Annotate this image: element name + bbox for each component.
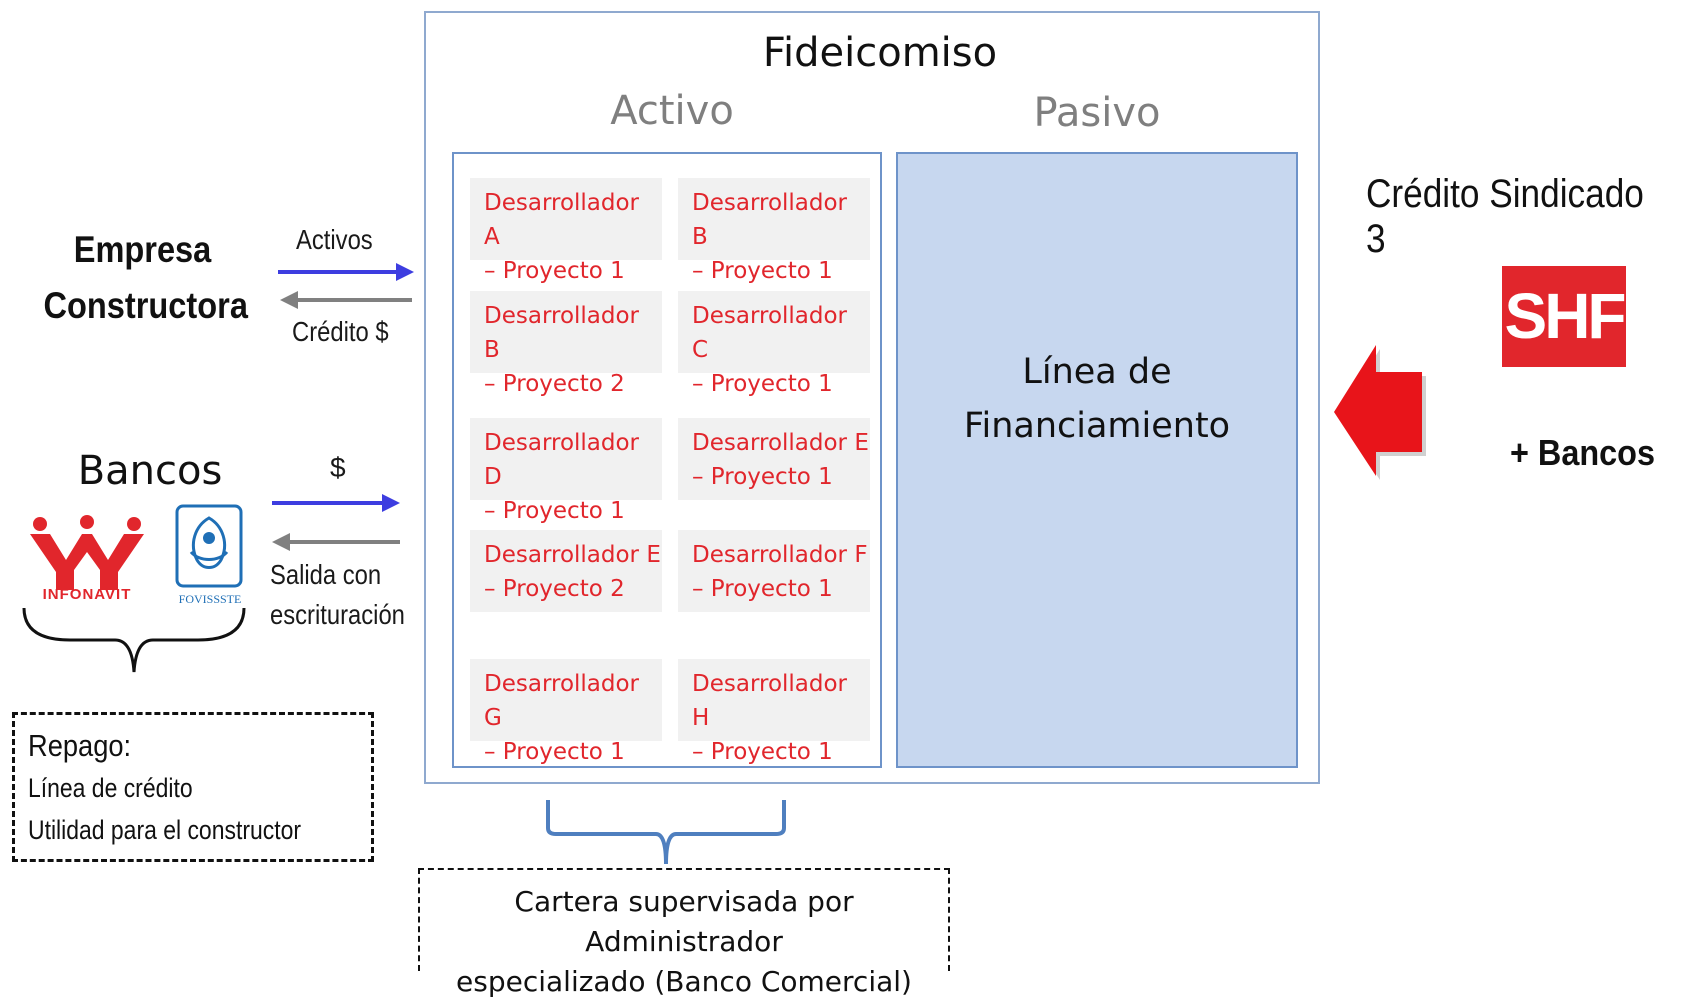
fovissste-icon xyxy=(175,504,243,588)
activo-brace xyxy=(546,800,786,865)
repago-title: Repago: xyxy=(28,728,132,763)
pasivo-header: Pasivo xyxy=(1033,90,1161,136)
repago-box xyxy=(12,712,374,862)
dinero-arrow-label: $ xyxy=(330,452,346,483)
activos-arrow-label: Activos xyxy=(296,224,373,255)
cartera-box xyxy=(418,868,950,971)
activo-item: Desarrollador B– Proyecto 1 xyxy=(678,178,870,284)
cartera-text: Cartera supervisada por Administrador es… xyxy=(456,885,912,998)
dinero-arrow xyxy=(272,494,400,512)
mas-bancos-label: + Bancos xyxy=(1510,432,1655,473)
activo-box xyxy=(452,152,882,768)
bancos-title: Bancos xyxy=(77,448,223,494)
infonavit-icon xyxy=(30,515,144,590)
pasivo-box xyxy=(896,152,1298,768)
fovissste-label: FOVISSSTE xyxy=(178,592,242,606)
activo-item: Desarrollador A– Proyecto 1 xyxy=(470,178,662,284)
credito-arrow-label: Crédito $ xyxy=(292,316,389,347)
activo-item: Desarrollador G– Proyecto 1 xyxy=(470,659,662,765)
credito-arrow xyxy=(280,291,412,309)
repago-line-1: Línea de crédito xyxy=(28,773,193,803)
infonavit-logo: INFONAVIT xyxy=(26,512,148,606)
activo-header: Activo xyxy=(610,88,734,134)
activos-arrow xyxy=(278,263,414,281)
salida-arrow xyxy=(272,533,400,551)
activo-item: Desarrollador B– Proyecto 2 xyxy=(470,291,662,397)
fideicomiso-box xyxy=(424,11,1320,784)
repago-line-2: Utilidad para el constructor xyxy=(28,815,301,845)
activo-item: Desarrollador E– Proyecto 1 xyxy=(678,418,870,500)
empresa-line2: Constructora xyxy=(43,285,248,326)
activo-item: Desarrollador C– Proyecto 1 xyxy=(678,291,870,397)
fovissste-logo: FOVISSSTE xyxy=(175,504,245,610)
shf-logo-text: SHF xyxy=(1504,280,1627,352)
infonavit-label: INFONAVIT xyxy=(42,586,132,603)
empresa-line1: Empresa xyxy=(73,229,212,270)
activo-item: Desarrollador D– Proyecto 1 xyxy=(470,418,662,524)
activo-item: Desarrollador E– Proyecto 2 xyxy=(470,530,662,612)
fideicomiso-title: Fideicomiso xyxy=(762,30,998,76)
diagram-connectors xyxy=(22,263,1426,865)
empresa-constructora-label: Empresa Constructora xyxy=(30,222,255,334)
logos-brace xyxy=(22,607,246,673)
shf-logo xyxy=(1502,266,1626,367)
activo-item: Desarrollador H– Proyecto 1 xyxy=(678,659,870,765)
salida-label: Salida con escrituración xyxy=(270,559,405,630)
credito-sindicado-title: Crédito Sindicado 3 xyxy=(1366,172,1644,261)
big-red-arrow xyxy=(1334,345,1426,480)
linea-financiamiento: Línea de Financiamiento xyxy=(963,352,1231,446)
activo-item: Desarrollador F– Proyecto 1 xyxy=(678,530,870,612)
